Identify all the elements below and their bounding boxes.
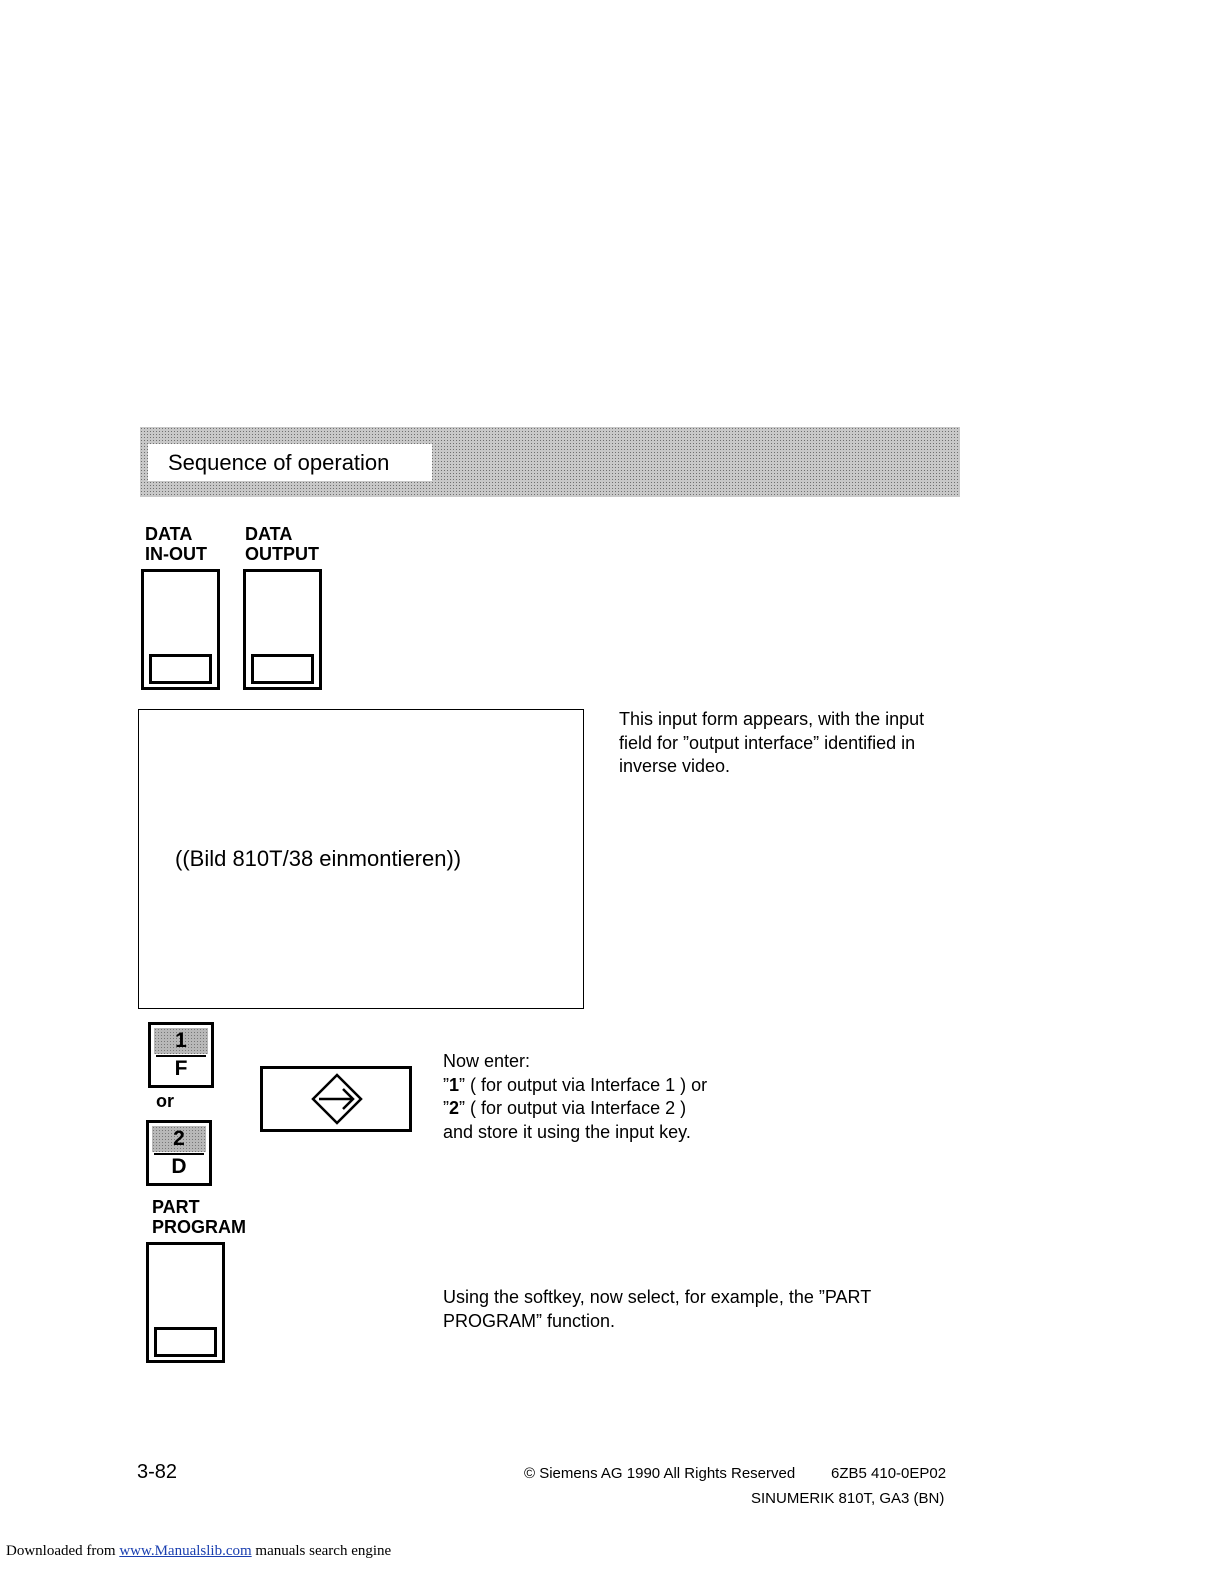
download-watermark: Downloaded from www.Manualslib.com manua… (6, 1543, 392, 1559)
screen-caption: ((Bild 810T/38 einmontieren)) (175, 846, 462, 871)
key-1-f-icon: 1 F (148, 1022, 214, 1088)
softkey-label-data-output: DATA OUTPUT (245, 524, 319, 564)
softkey-data-output-icon (243, 569, 322, 690)
or-label: or (156, 1091, 174, 1111)
description-softkey-select: Using the softkey, now select, for examp… (443, 1287, 872, 1331)
description-input-form: This input form appears, with the input … (619, 709, 925, 776)
copyright-notice: © Siemens AG 1990 All Rights Reserved (524, 1465, 796, 1482)
section-title: Sequence of operation (148, 444, 432, 481)
screen-image-placeholder (138, 709, 584, 1009)
input-key-icon (260, 1066, 412, 1132)
softkey-label-data-in-out: DATA IN-OUT (145, 524, 207, 564)
softkey-data-in-out-icon (141, 569, 220, 690)
key-2-d-icon: 2 D (146, 1120, 212, 1186)
softkey-part-program-icon (146, 1242, 225, 1363)
section-header-bar (140, 427, 960, 497)
enter-arrow-icon (311, 1073, 363, 1125)
order-number: 6ZB5 410-0EP02 (831, 1465, 947, 1482)
page-number: 3-82 (137, 1461, 178, 1483)
manualslib-link[interactable]: www.Manualslib.com (119, 1543, 252, 1559)
softkey-label-part-program: PART PROGRAM (152, 1197, 246, 1237)
product-name: SINUMERIK 810T, GA3 (BN) (751, 1490, 945, 1507)
description-now-enter: Now enter: ”1” ( for output via Interfac… (443, 1051, 708, 1142)
